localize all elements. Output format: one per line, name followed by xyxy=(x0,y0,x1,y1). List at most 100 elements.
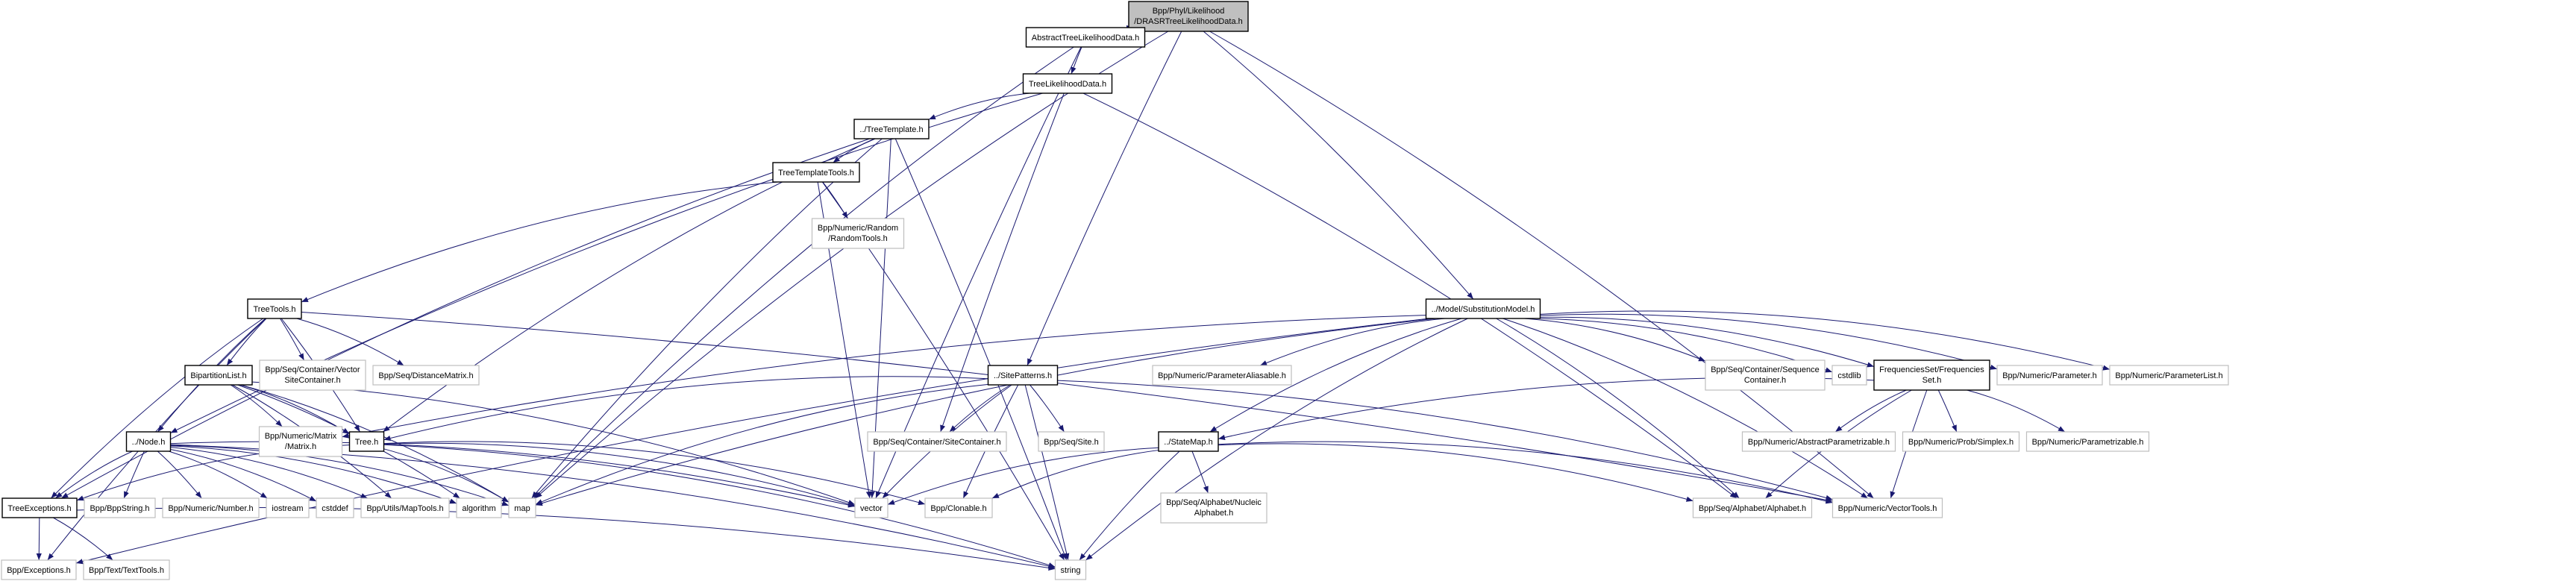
node-box xyxy=(987,365,1059,386)
graph-node-map: map xyxy=(508,497,536,518)
graph-node-param: Bpp/Numeric/Parameter.h xyxy=(1996,365,2103,386)
graph-node-vector: vector xyxy=(854,497,889,518)
graph-node-parametrizable: Bpp/Numeric/Parametrizable.h xyxy=(2025,431,2150,452)
edge-root-to-sp xyxy=(1027,31,1182,366)
node-label: Bpp/Utils/MapTools.h xyxy=(366,504,443,513)
node-label: ../TreeTemplate.h xyxy=(859,125,923,134)
graph-node-rand: Bpp/Numeric/Random/RandomTools.h xyxy=(811,218,905,249)
graph-node-sp[interactable]: ../SitePatterns.h xyxy=(987,365,1059,386)
edge-statemap-to-vectortools xyxy=(1218,441,1833,504)
graph-node-bip[interactable]: BipartitionList.h xyxy=(184,365,253,386)
node-box xyxy=(811,218,905,249)
node-label: Bpp/Numeric/Prob/Simplex.h xyxy=(1908,438,2014,447)
node-label: Bpp/Seq/DistanceMatrix.h xyxy=(378,371,473,380)
node-box xyxy=(924,497,993,518)
nodes-layer: Bpp/Phyl/Likelihood/DRASRTreeLikelihoodD… xyxy=(1,1,2229,580)
graph-node-string: string xyxy=(1054,559,1087,580)
node-label: Bpp/BppString.h xyxy=(90,504,149,513)
node-label: map xyxy=(514,504,530,513)
node-label: Bpp/Numeric/Matrix xyxy=(265,432,337,441)
node-label: Bpp/Seq/Container/Sequence xyxy=(1711,365,1820,374)
node-box xyxy=(259,359,366,391)
edge-atld-to-map xyxy=(533,46,1074,499)
node-box xyxy=(508,497,536,518)
node-label: Bpp/Seq/Container/Vector xyxy=(265,365,360,374)
graph-node-iostream: iostream xyxy=(266,497,310,518)
graph-node-simplex: Bpp/Numeric/Prob/Simplex.h xyxy=(1902,431,2020,452)
node-label: Bpp/Seq/Alphabet/Alphabet.h xyxy=(1699,504,1806,513)
graph-node-tt[interactable]: ../TreeTemplate.h xyxy=(853,119,930,139)
edge-node-to-algorithm xyxy=(170,445,457,504)
node-box xyxy=(1025,27,1146,48)
edge-sp-to-map xyxy=(535,383,988,505)
node-box xyxy=(1831,365,1867,386)
node-box xyxy=(1425,298,1541,319)
node-box xyxy=(258,426,343,457)
edge-subst-to-plist xyxy=(1540,310,2110,371)
node-box xyxy=(266,497,310,518)
node-label: /Matrix.h xyxy=(285,442,316,451)
graph-node-exc: Bpp/Exceptions.h xyxy=(1,559,77,580)
graph-node-cstdlib: cstdlib xyxy=(1831,365,1867,386)
graph-node-atld[interactable]: AbstractTreeLikelihoodData.h xyxy=(1025,27,1146,48)
node-label: TreeTools.h xyxy=(253,305,295,314)
edge-statemap-to-nucalpha xyxy=(1191,450,1209,494)
edge-subst-to-palias xyxy=(1259,318,1445,366)
node-label: TreeExceptions.h xyxy=(7,504,71,513)
node-box xyxy=(348,431,385,452)
node-label: ../Model/SubstitutionModel.h xyxy=(1432,305,1535,314)
node-box xyxy=(867,431,1007,452)
graph-node-root[interactable]: Bpp/Phyl/Likelihood/DRASRTreeLikelihoodD… xyxy=(1128,1,1249,32)
node-box xyxy=(360,497,450,518)
edge-subst-to-statemap xyxy=(1209,318,1462,433)
graph-node-algorithm: algorithm xyxy=(456,497,502,518)
graph-node-clonable: Bpp/Clonable.h xyxy=(924,497,993,518)
node-label: Bpp/Numeric/ParameterList.h xyxy=(2115,371,2222,380)
edge-treetools-to-texc xyxy=(50,318,263,499)
graph-node-texc[interactable]: TreeExceptions.h xyxy=(1,497,78,518)
graph-node-vectortools: Bpp/Numeric/VectorTools.h xyxy=(1831,497,1943,518)
node-box xyxy=(1022,73,1113,94)
node-label: ../Node.h xyxy=(132,438,166,447)
edge-subst-to-freq xyxy=(1540,316,1875,368)
edge-subst-to-seqc xyxy=(1524,318,1706,362)
edge-statemap-to-alphabet xyxy=(1218,443,1693,502)
graph-node-subst[interactable]: ../Model/SubstitutionModel.h xyxy=(1425,298,1541,319)
graph-node-treetools[interactable]: TreeTools.h xyxy=(247,298,302,319)
graph-node-node[interactable]: ../Node.h xyxy=(125,431,172,452)
node-label: Alphabet.h xyxy=(1194,509,1234,518)
edge-statemap-to-clonable xyxy=(991,450,1159,499)
node-box xyxy=(854,497,889,518)
node-label: Bpp/Numeric/Parametrizable.h xyxy=(2032,438,2144,447)
node-box xyxy=(1128,1,1249,32)
edge-node-to-iostream xyxy=(169,450,268,499)
node-box xyxy=(1,497,78,518)
graph-node-statemap[interactable]: ../StateMap.h xyxy=(1158,431,1219,452)
node-label: ../StateMap.h xyxy=(1164,438,1212,447)
edge-treetools-to-dm xyxy=(296,318,404,366)
node-label: /RandomTools.h xyxy=(828,234,888,243)
graph-node-tree[interactable]: Tree.h xyxy=(348,431,385,452)
edge-node-to-cstddef xyxy=(170,449,317,502)
graph-node-site: Bpp/Seq/Site.h xyxy=(1038,431,1105,452)
edge-sp-to-tree xyxy=(383,376,988,441)
edge-bip-to-algorithm xyxy=(237,384,460,499)
node-label: vector xyxy=(860,504,883,513)
node-box xyxy=(1054,559,1087,580)
node-label: Bpp/Numeric/Number.h xyxy=(168,504,253,513)
edge-sp-to-site xyxy=(1030,384,1065,433)
graph-node-ttt[interactable]: TreeTemplateTools.h xyxy=(772,162,860,183)
graph-node-plist: Bpp/Numeric/ParameterList.h xyxy=(2109,365,2229,386)
node-label: Bpp/Seq/Container/SiteContainer.h xyxy=(873,438,1000,447)
node-label: Set.h xyxy=(1922,376,1942,385)
node-box xyxy=(1831,497,1943,518)
graph-node-tld[interactable]: TreeLikelihoodData.h xyxy=(1022,73,1113,94)
node-label: TreeTemplateTools.h xyxy=(778,169,854,178)
edge-tree-to-vector xyxy=(383,442,856,507)
node-label: Bpp/Exceptions.h xyxy=(7,566,71,575)
graph-node-sc: Bpp/Seq/Container/SiteContainer.h xyxy=(867,431,1007,452)
graph-node-freq[interactable]: FrequenciesSet/FrequenciesSet.h xyxy=(1873,359,1990,391)
node-box xyxy=(125,431,172,452)
